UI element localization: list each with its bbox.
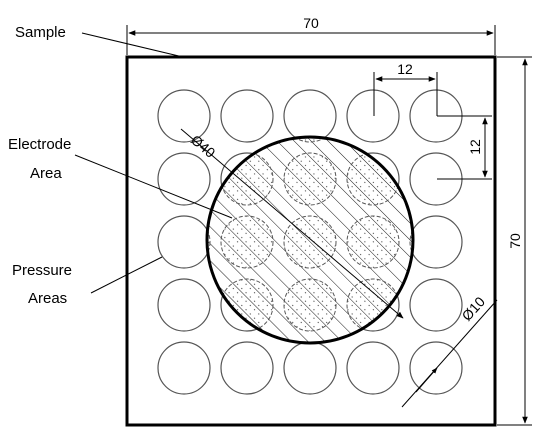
pitch-y-dimension: 12 [437,115,492,180]
pressure-area-pad [157,341,211,395]
pressure-area-pad-under-electrode [207,215,211,269]
sample-outline [125,55,497,427]
width-dimension: 70 [126,15,496,55]
height-dimension: 70 [497,56,532,426]
electrode-leader [74,154,233,219]
pressure-area-pad [409,278,463,332]
pressure-label-line2: Areas [28,290,67,307]
pressure-area-pad-under-electrode [283,152,337,206]
sample-label: Sample [15,24,66,41]
pressure-area-pad [157,89,211,143]
pitch-x-dimension: 12 [373,61,438,116]
pressure-area-pad-under-electrode [283,278,337,332]
width-value: 70 [303,15,319,31]
pressure-area-pad [157,278,211,332]
pressure-area-pad [346,89,400,143]
height-value: 70 [507,233,523,249]
sample-leader [81,32,184,58]
pressure-area-pad [283,341,337,395]
pressure-area-pad [220,89,274,143]
pad-diameter-value: Ø10 [458,293,488,324]
pressure-area-pad-under-electrode [220,215,274,269]
pressure-area-pad-under-electrode [346,215,400,269]
pitch-y-value: 12 [467,139,483,155]
pressure-area-pad [157,215,211,269]
pressure-area-pad [157,152,211,206]
pressure-label-line1: Pressure [12,262,72,279]
electrode-label-line1: Electrode [8,136,71,153]
pressure-area-pad [409,215,463,269]
pressure-area-pad-under-electrode [283,215,337,269]
pressure-area-pad [346,341,400,395]
electrode-label-line2: Area [30,165,62,182]
pressure-area-pad [220,341,274,395]
pitch-x-value: 12 [397,61,413,77]
electrode-area [205,135,415,345]
pressure-area-pad [283,89,337,143]
pressure-area-pad-under-electrode [409,215,413,269]
pressure-leader [90,256,163,294]
pressure-area-pad [409,341,463,395]
